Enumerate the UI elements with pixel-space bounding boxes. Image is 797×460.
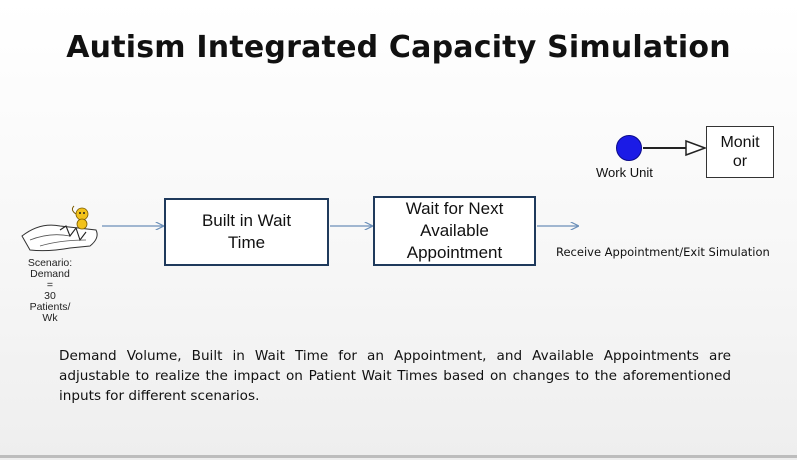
source-label-line: Patients/ <box>29 301 71 313</box>
source-label: Scenario: Demand = 30 Patients/ Wk <box>14 258 86 324</box>
monitor-label: Monit or <box>720 134 760 170</box>
work-unit-icon <box>616 135 642 161</box>
source-label-line: 30 <box>44 290 56 302</box>
description-text: Demand Volume, Built in Wait Time for an… <box>59 348 731 404</box>
step-box-built-in-wait: Built in Wait Time <box>164 198 329 266</box>
bottom-divider <box>0 455 797 458</box>
monitor-box: Monit or <box>706 126 774 178</box>
source-label-line: Wk <box>42 312 58 324</box>
slide-title: Autism Integrated Capacity Simulation <box>66 30 731 65</box>
legend-arrow-head <box>685 139 708 157</box>
source-label-line: = <box>46 279 54 291</box>
source-label-line: Scenario: <box>27 257 73 269</box>
step-label: Wait for Next Available Appointment <box>405 199 504 262</box>
exit-label: Receive Appointment/Exit Simulation <box>556 245 770 259</box>
step-label: Built in Wait Time <box>201 211 292 252</box>
source-label-line: Demand <box>30 268 70 280</box>
step-box-next-appointment: Wait for Next Available Appointment <box>373 196 536 266</box>
work-unit-label: Work Unit <box>596 165 653 180</box>
